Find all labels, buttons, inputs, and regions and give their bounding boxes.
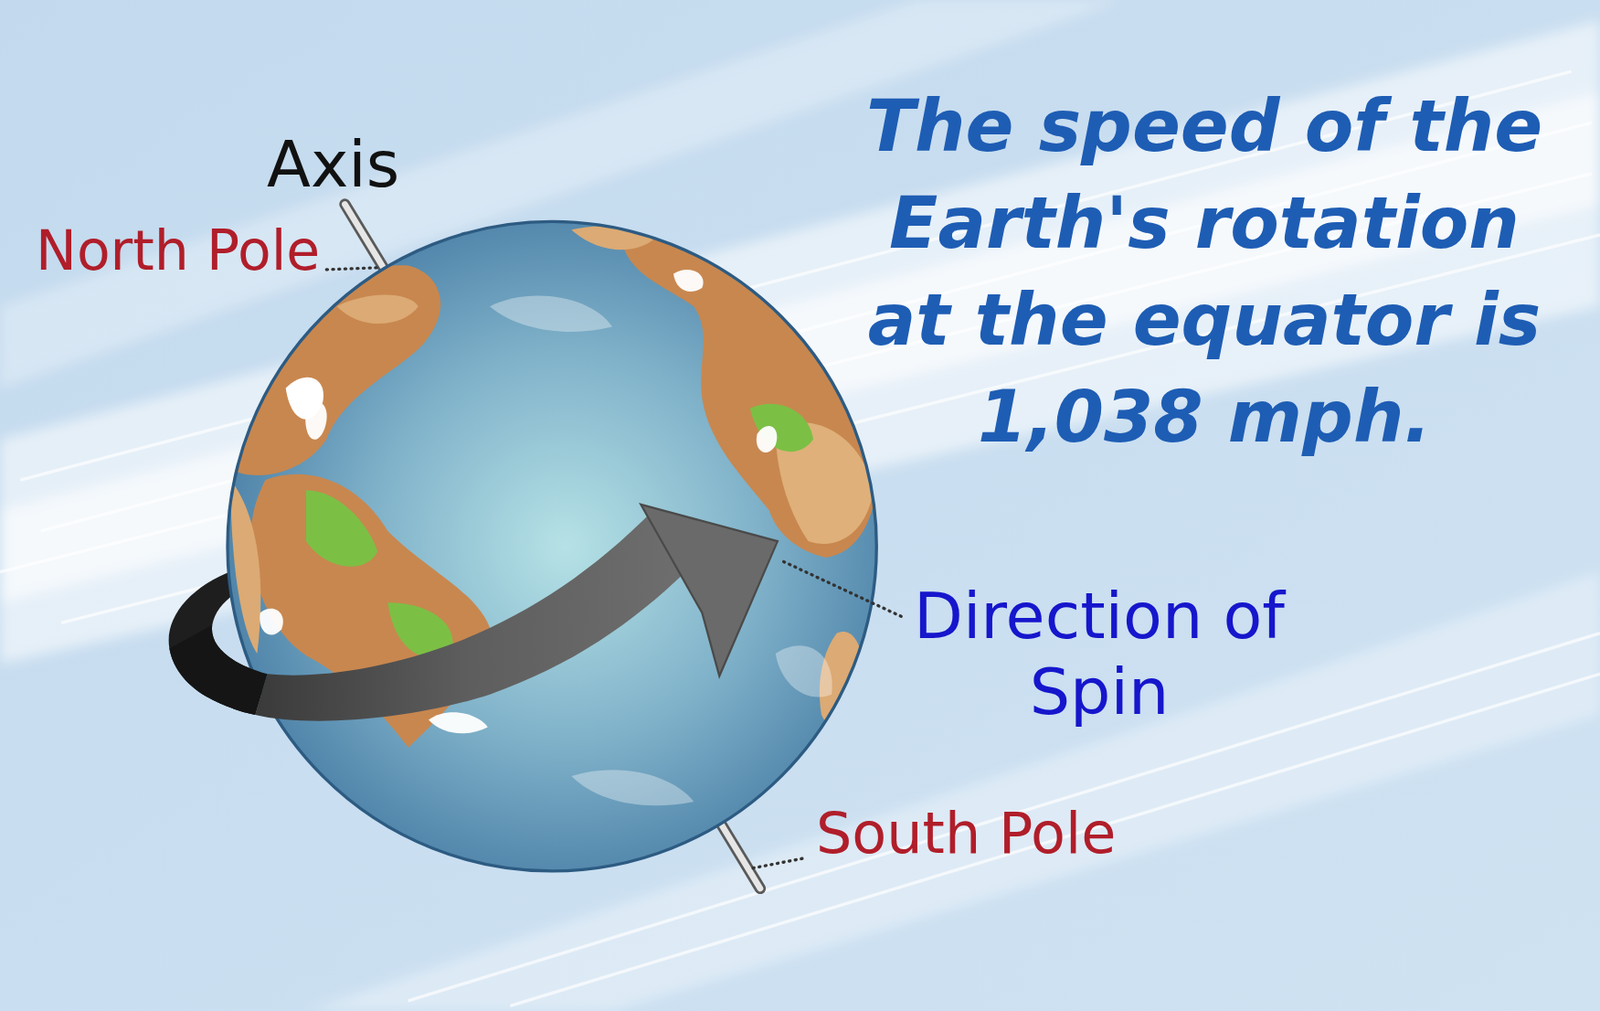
spin-arrowhead xyxy=(640,504,778,677)
leader-lines xyxy=(326,267,902,869)
spin-label-box: Direction of Spin xyxy=(898,578,1301,731)
pole-label-box: South Pole xyxy=(815,805,1116,862)
pole-label: North Pole xyxy=(35,222,320,278)
axis-label-box: Axis xyxy=(266,132,400,197)
streak-lines xyxy=(0,71,1600,1006)
title: The speed of the Earth's rotation at the… xyxy=(847,77,1561,466)
pole-label-box: North Pole xyxy=(35,222,320,278)
axis-label: Axis xyxy=(266,132,400,197)
spin-band-edge xyxy=(169,625,267,715)
title-box: The speed of the Earth's rotation at the… xyxy=(847,77,1561,466)
spin-band-front xyxy=(254,510,686,721)
pole-label: South Pole xyxy=(815,805,1116,862)
globe-outline xyxy=(227,221,877,871)
spin-label: Direction of Spin xyxy=(898,578,1301,731)
